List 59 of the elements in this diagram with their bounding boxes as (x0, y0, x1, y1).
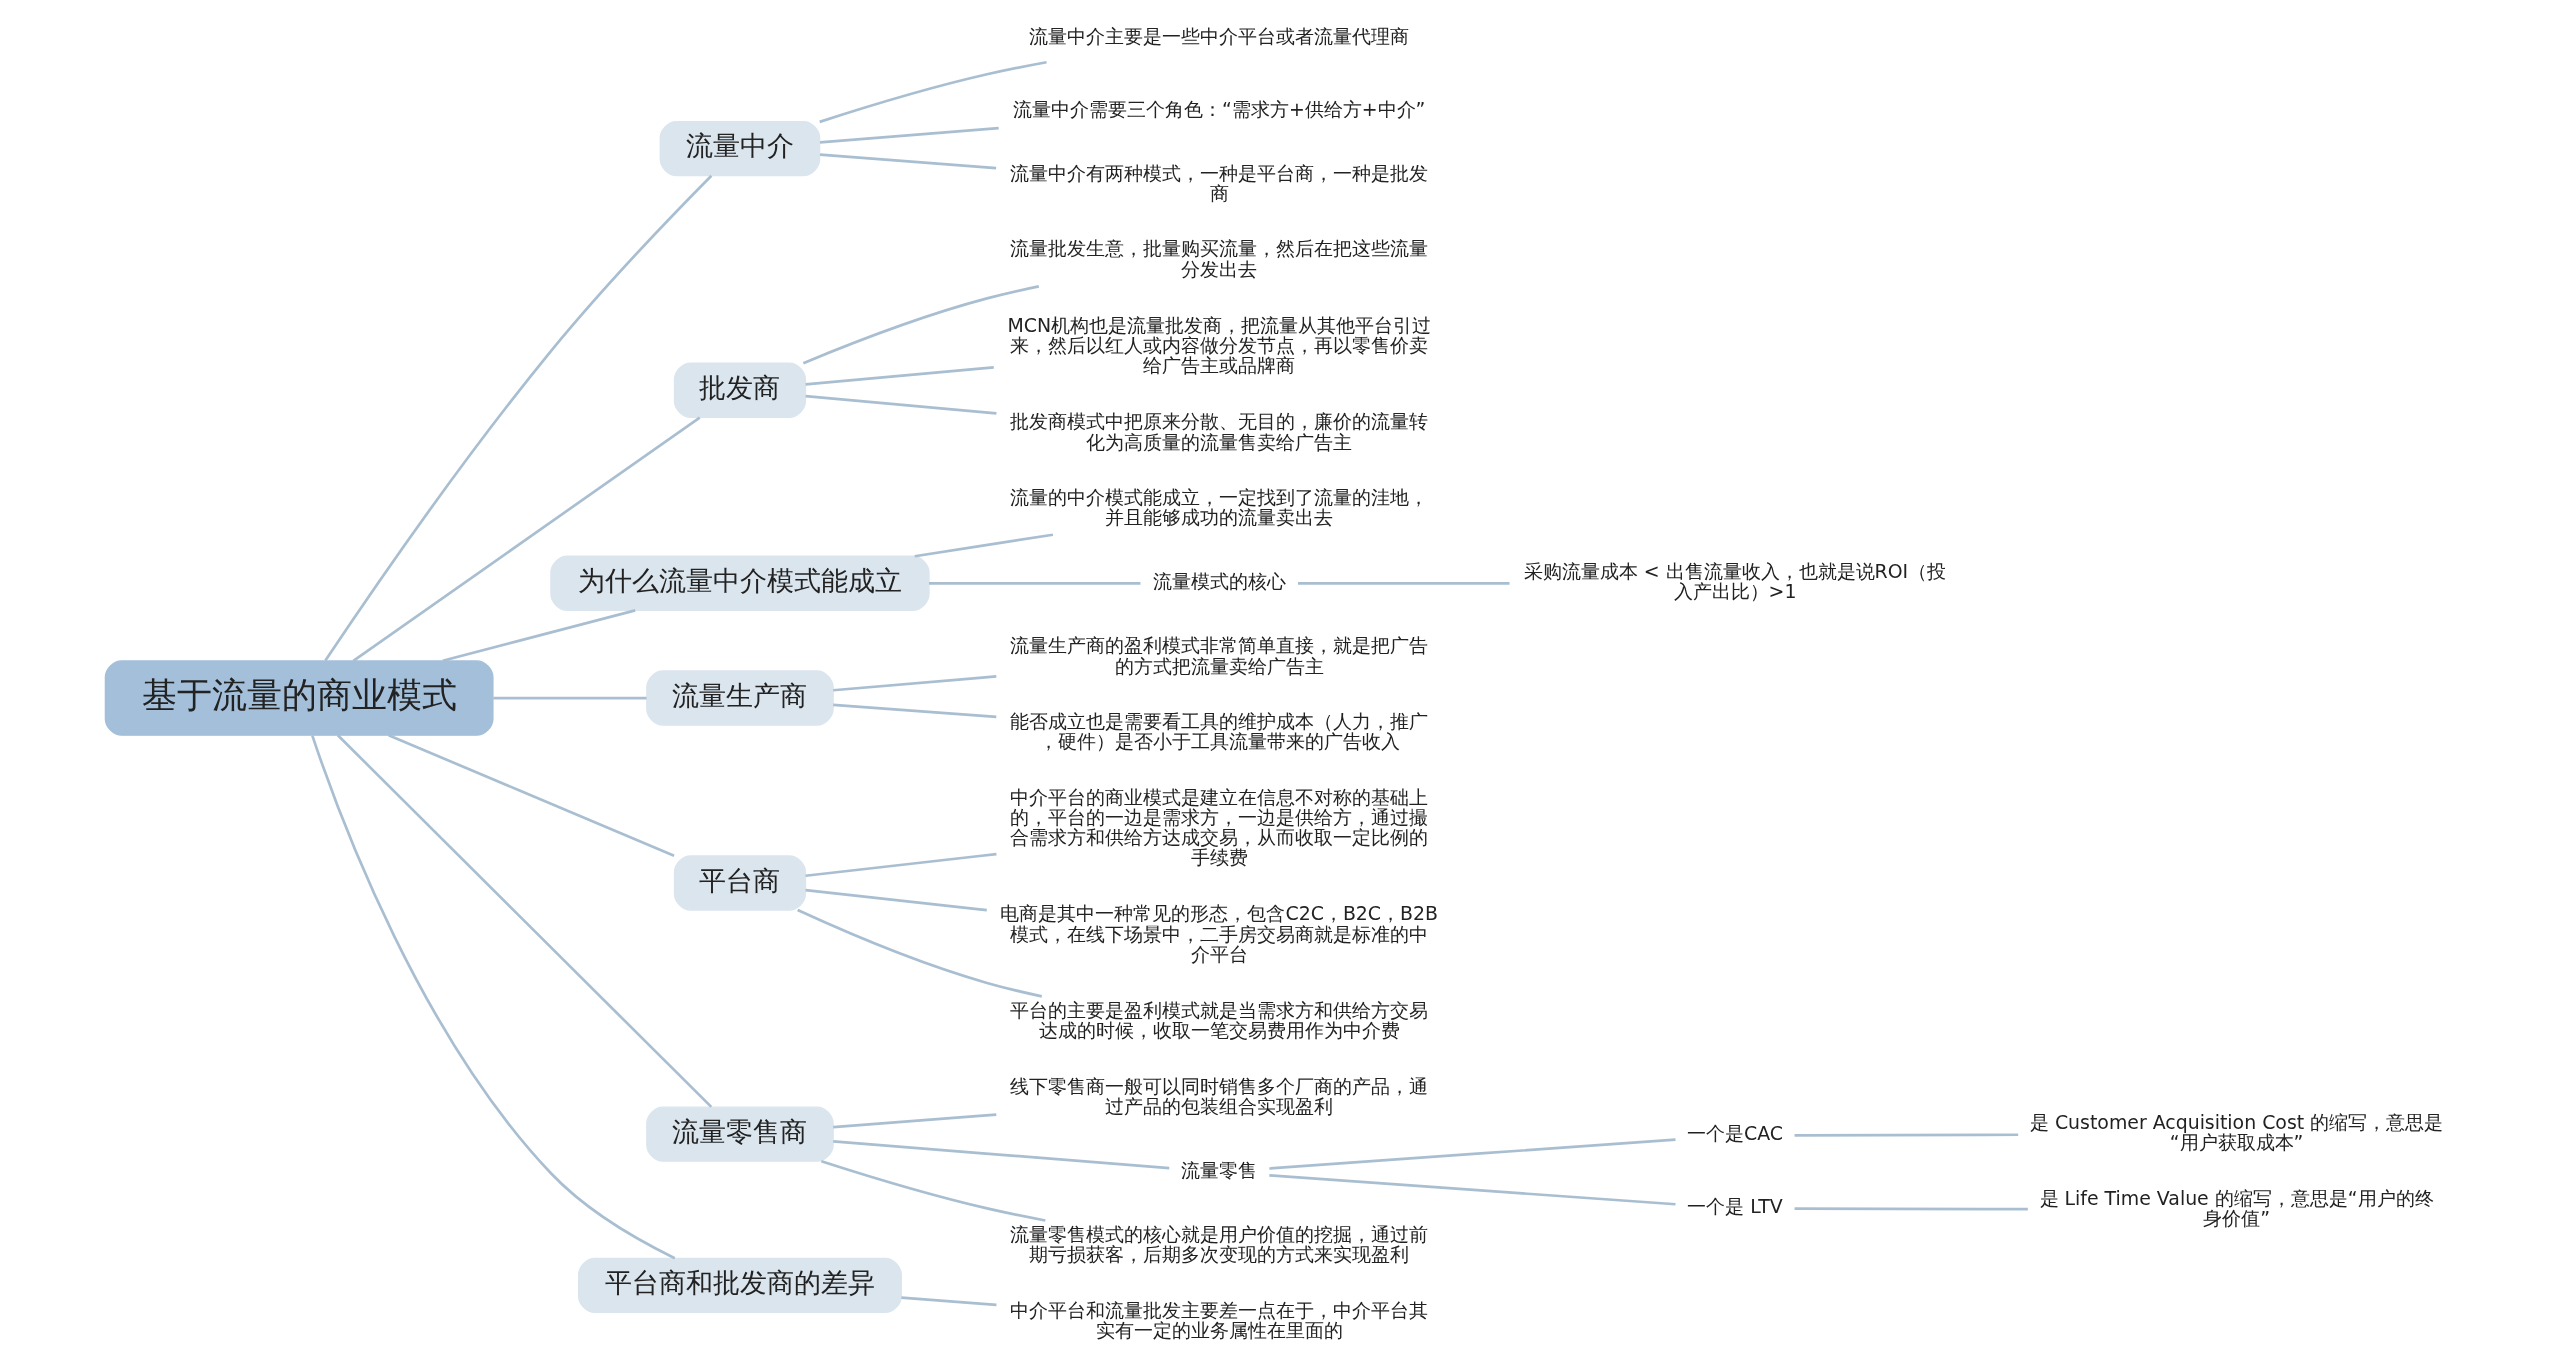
connector (819, 153, 997, 170)
connector (833, 675, 997, 692)
node-text: 平台的主要是盈利模式就是当需求方和供给方交易达成的时候，收取一笔交易费用作为中介费 (1010, 998, 1429, 1042)
connector (901, 1296, 997, 1307)
node-text: 批发商模式中把原来分散、无目的，廉价的流量转化为高质量的流量售卖给广告主 (1010, 410, 1429, 453)
node-text: 流量零售模式的核心就是用户价值的挖掘，通过前期亏损获客，后期多次变现的方式来实现盈利 (1010, 1223, 1429, 1266)
node-text: 流量中介有两种模式，一种是平台商，一种是批发商 (1010, 161, 1429, 205)
node-text: 流量生产商的盈利模式非常简单直接，就是把广告的方式把流量卖给广告主 (1010, 634, 1429, 677)
node-box: 流量生产商 (646, 670, 834, 726)
node-text: 能否成立也是需要看工具的维护成本（人力，推广，硬件）是否小于工具流量带来的广告收入 (1010, 710, 1429, 753)
connector (311, 735, 676, 1260)
node-box: 流量零售商 (646, 1106, 834, 1162)
connector (797, 908, 1043, 998)
connector (1297, 581, 1510, 585)
connector (914, 533, 1054, 558)
node-text: 是 Customer Acquisition Cost 的缩写，意思是“用户获取成本” (2029, 1111, 2444, 1154)
node-text: 采购流量成本 < 出售流量收入，也就是说ROI（投入产出比）>1 (1523, 560, 1947, 603)
node-text: 流量模式的核心 (1152, 570, 1286, 593)
connector (833, 1140, 1170, 1170)
node-text: 流量批发生意，批量购买流量，然后在把这些流量分发出去 (1010, 237, 1429, 280)
connector (442, 609, 636, 663)
node-text: 一个是 LTV (1687, 1195, 1783, 1218)
node-box: 平台商 (673, 855, 807, 911)
node-box: 流量中介 (659, 120, 821, 177)
node-text: 流量零售 (1181, 1158, 1258, 1181)
connector (819, 60, 1047, 124)
connector (493, 696, 647, 700)
connector (805, 852, 997, 878)
node-text: 流量中介需要三个角色：“需求方+供给方+中介” (1013, 97, 1426, 120)
connector (833, 1113, 997, 1129)
connector (833, 703, 997, 719)
node-box: 平台商和批发商的差异 (577, 1257, 902, 1314)
connector (820, 1159, 1046, 1222)
connector (1269, 1138, 1676, 1170)
connector (324, 174, 713, 662)
node-text: 是 Life Time Value 的缩写，意思是“用户的终身价值” (2039, 1186, 2434, 1229)
node-text: 电商是其中一种常见的形态，包含C2C，B2C，B2B模式，在线下场景中，二手房交易商就是标准的中介平台 (1000, 902, 1438, 965)
node-box: 为什么流量中介模式能成立 (550, 555, 930, 611)
node-box: 批发商 (673, 362, 807, 418)
node-text: MCN机构也是流量批发商，把流量从其他平台引过来，然后以红人或内容做分发节点，再以零售价卖给广告主或品牌商 (1007, 313, 1432, 377)
node-text: 一个是CAC (1687, 1122, 1783, 1145)
connector (1794, 1207, 2028, 1211)
connector (336, 734, 713, 1108)
connector (805, 366, 994, 386)
node-box: 基于流量的商业模式 (104, 660, 494, 736)
connector (802, 285, 1040, 365)
node-text: 线下零售商一般可以同时销售多个厂商的产品，通过产品的包装组合实现盈利 (1010, 1074, 1429, 1117)
connector (388, 734, 675, 857)
node-text: 中介平台和流量批发主要差一点在于，中介平台其实有一定的业务属性在里面的 (1010, 1298, 1429, 1341)
connector (352, 416, 701, 663)
node-text: 流量的中介模式能成立，一定找到了流量的洼地，并且能够成功的流量卖出去 (1010, 485, 1429, 529)
connector (1794, 1133, 2019, 1137)
connector (805, 394, 997, 415)
connector (819, 126, 999, 144)
connector (805, 888, 987, 912)
connector (929, 581, 1141, 585)
connector (1269, 1174, 1676, 1206)
node-text: 中介平台的商业模式是建立在信息不对称的基础上的，平台的一边是需求方，一边是供给方，通过撮合需求方和供给方达成交易，从而收取一定比例的手续费 (1010, 785, 1429, 869)
node-text: 流量中介主要是一些中介平台或者流量代理商 (1029, 24, 1410, 47)
